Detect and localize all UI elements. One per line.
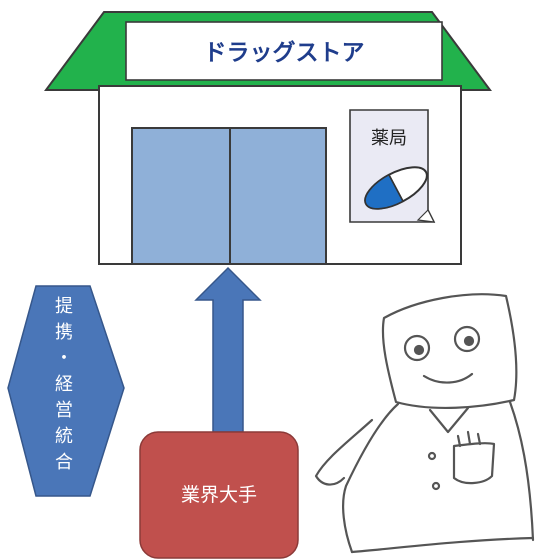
alliance-label-char: 合: [55, 452, 73, 473]
alliance-hexagon: [7, 285, 125, 497]
pharmacist-character-illustration: [314, 293, 535, 554]
store-sign-board: [125, 21, 443, 81]
capsule-icon: [364, 166, 428, 210]
alliance-label-char: 統: [55, 426, 73, 447]
store-door-left: [131, 127, 231, 265]
major-company-box: [139, 431, 299, 559]
store-sign-text: ドラッグストア: [204, 39, 365, 66]
alliance-label-char: 営: [55, 400, 73, 421]
alliance-label-char: 携: [55, 322, 73, 343]
pharmacy-label: 薬局: [371, 128, 407, 149]
alliance-label-char: ・: [55, 348, 73, 369]
alliance-label-char: 経: [55, 374, 73, 395]
major-company-label: 業界大手: [181, 484, 257, 506]
alliance-label-char: 提: [55, 296, 73, 317]
pharmacy-notice: 薬局: [349, 109, 436, 223]
arrow-up: [194, 266, 262, 433]
store-door-right: [229, 127, 327, 265]
